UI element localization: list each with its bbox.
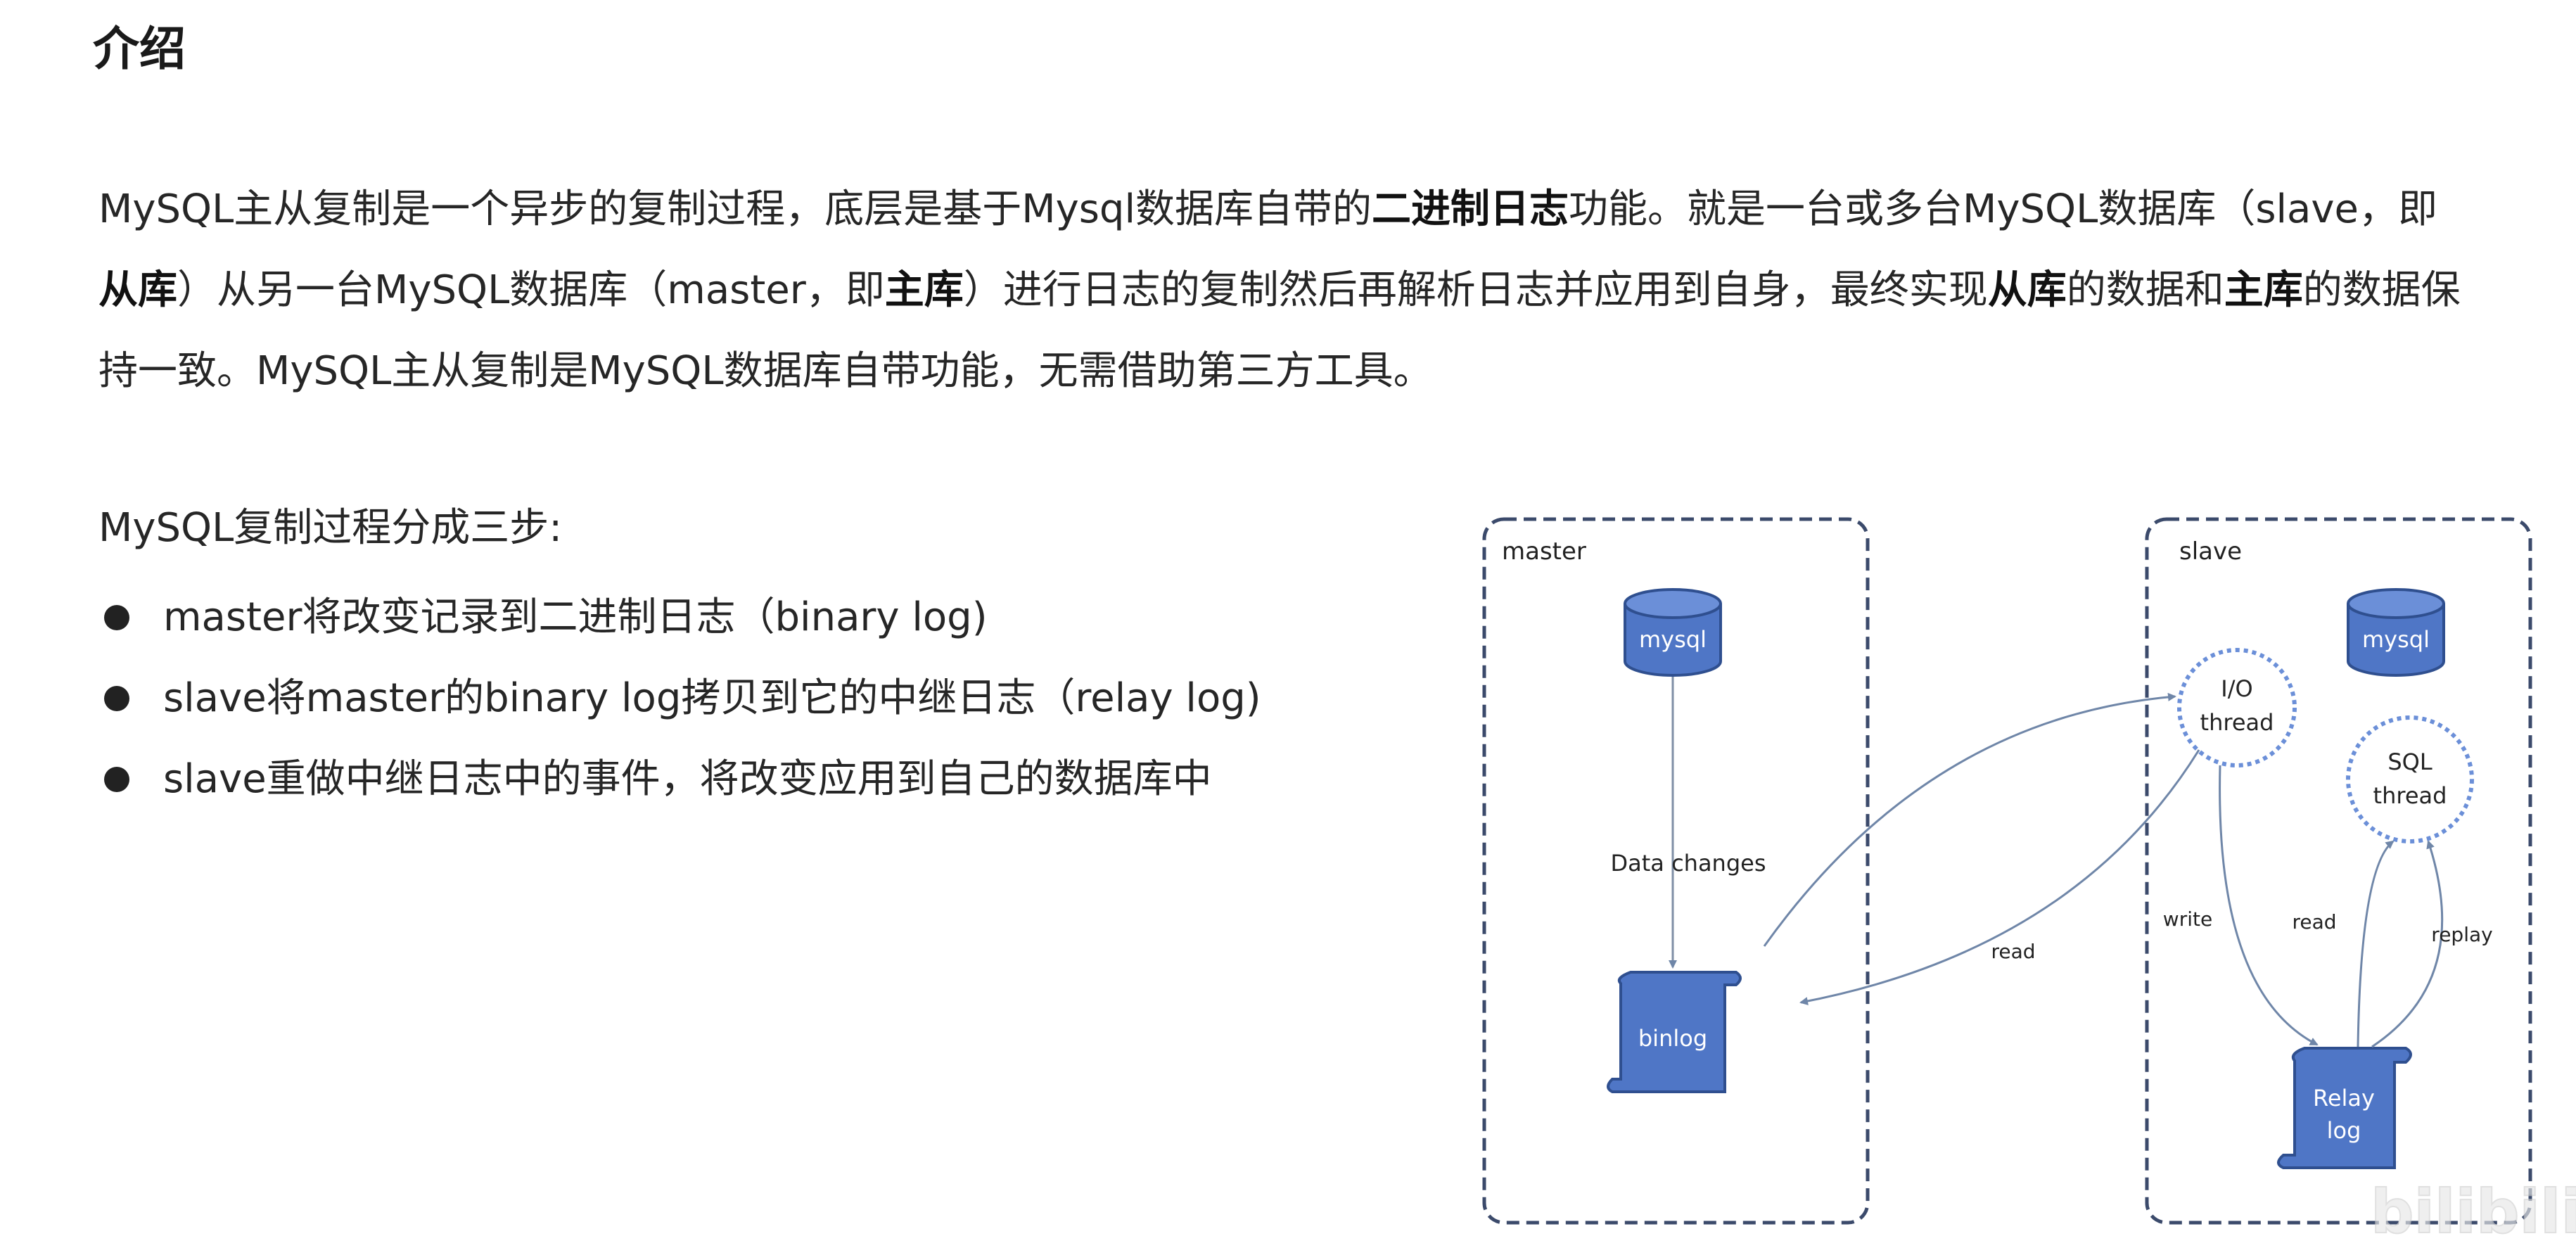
master-box <box>1482 517 1870 1225</box>
io-thread-label-1: I/O <box>2221 675 2252 702</box>
write-label: write <box>2163 907 2212 931</box>
bullet-icon <box>104 686 129 711</box>
para-seg-6: 的数据保持一致。MySQL主从复制是MySQL数据库自带功能，无需借助第三方工具… <box>98 267 2461 394</box>
slave-label: slave <box>2179 537 2242 566</box>
para-seg-5: 的数据和 <box>2066 267 2224 313</box>
database-icon <box>1624 588 1722 677</box>
para-seg-4: ）进行日志的复制然后再解析日志并应用到自身，最终实现 <box>963 267 1988 313</box>
master-label: master <box>1502 537 1586 566</box>
master-db-label: mysql <box>1639 626 1707 653</box>
io-read-binlog-arrow <box>1799 749 2200 1006</box>
sql-thread-label-1: SQL <box>2387 748 2432 775</box>
sql-read-arrow <box>2357 840 2395 1047</box>
data-changes-label: Data changes <box>1610 850 1766 877</box>
bilibili-watermark: bilibili <box>2371 1177 2576 1247</box>
write-arrow <box>2219 765 2319 1046</box>
read-label-1: read <box>1991 940 2035 963</box>
bullet-icon <box>104 767 129 792</box>
para-bold-master: 主库 <box>884 267 964 313</box>
sql-thread-node <box>2346 715 2474 843</box>
step-text: slave将master的binary log拷贝到它的中继日志（relay l… <box>163 675 1261 721</box>
replay-arrow <box>2371 840 2444 1048</box>
replay-label: replay <box>2431 923 2492 946</box>
io-thread-label-2: thread <box>2200 709 2274 736</box>
para-seg-2: 功能。就是一台或多台MySQL数据库（slave，即 <box>1569 186 2437 232</box>
page-title: 介绍 <box>93 22 186 76</box>
step-text: master将改变记录到二进制日志（binary log) <box>163 594 988 640</box>
para-bold-binary-log: 二进制日志 <box>1372 186 1569 232</box>
binlog-label: binlog <box>1638 1025 1707 1052</box>
para-bold-slave: 从库 <box>98 267 177 313</box>
para-seg-1: MySQL主从复制是一个异步的复制过程，底层是基于Mysql数据库自带的 <box>98 186 1372 232</box>
intro-paragraph: MySQL主从复制是一个异步的复制过程，底层是基于Mysql数据库自带的二进制日… <box>98 169 2462 412</box>
relay-log-label-2: log <box>2327 1117 2361 1144</box>
bullet-icon <box>104 605 129 630</box>
steps-title: MySQL复制过程分成三步: <box>98 505 563 551</box>
para-seg-3: ）从另一台MySQL数据库（master，即 <box>177 267 885 313</box>
database-icon <box>2347 588 2445 677</box>
step-text: slave重做中继日志中的事件，将改变应用到自己的数据库中 <box>163 756 1212 802</box>
binlog-to-io-arrow <box>1763 692 2176 947</box>
para-bold-master-2: 主库 <box>2224 267 2303 313</box>
binlog-scroll-icon <box>1607 971 1742 1093</box>
slave-db-label: mysql <box>2362 626 2430 653</box>
relay-log-label-1: Relay <box>2313 1085 2375 1111</box>
slave-box <box>2145 517 2532 1225</box>
read-label-2: read <box>2292 910 2336 934</box>
sql-thread-label-2: thread <box>2373 782 2447 809</box>
para-bold-slave-2: 从库 <box>1987 267 2067 313</box>
io-thread-node <box>2177 648 2297 767</box>
relay-log-scroll-icon <box>2277 1047 2412 1169</box>
